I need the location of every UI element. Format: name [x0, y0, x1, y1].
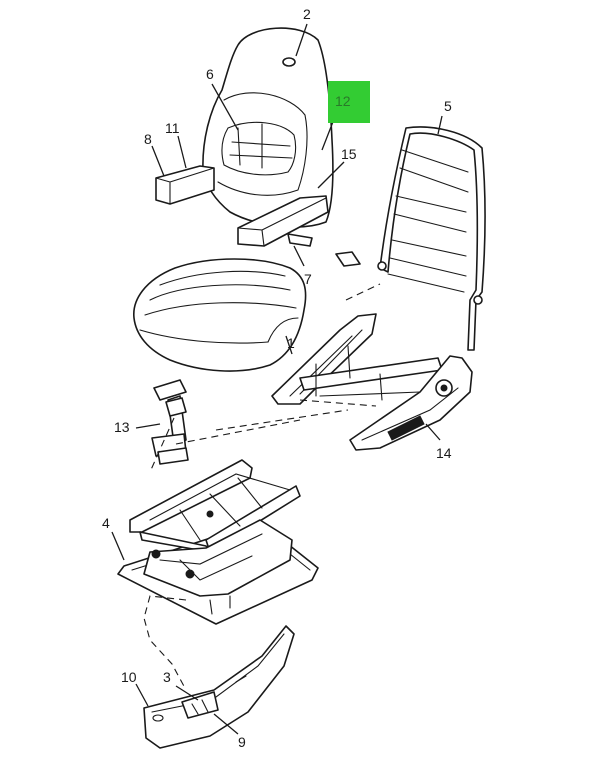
callout-5: 5 [444, 98, 452, 114]
headrest-button [282, 57, 296, 67]
callout-2: 2 [303, 6, 311, 22]
suspension-base[interactable] [117, 459, 319, 625]
assembly-lines [143, 283, 381, 691]
seat-cushion[interactable] [133, 258, 307, 372]
callout-8: 8 [144, 131, 152, 147]
callout-9: 9 [238, 734, 246, 750]
callout-4: 4 [102, 515, 110, 531]
callout-14: 14 [436, 445, 452, 461]
callout-3: 3 [163, 669, 171, 685]
frame-bolt [335, 251, 361, 267]
callout-15: 15 [341, 146, 357, 162]
seat-back-frame[interactable] [335, 126, 486, 351]
right-armrest[interactable] [237, 195, 329, 247]
leader-lines [111, 23, 443, 735]
seat-slide-frame[interactable] [271, 313, 473, 451]
callout-13: 13 [114, 419, 130, 435]
callout-numbers: 1 2 3 4 5 6 7 8 9 10 11 12 13 14 15 [102, 6, 452, 750]
callout-6: 6 [206, 66, 214, 82]
side-cover[interactable] [143, 625, 295, 749]
callout-1: 1 [287, 335, 295, 351]
callout-12: 12 [335, 93, 351, 109]
callout-11: 11 [165, 120, 180, 136]
callout-10: 10 [121, 669, 137, 685]
shock-absorber[interactable] [151, 379, 189, 465]
highlight-box-12 [328, 81, 370, 123]
callout-7: 7 [304, 271, 312, 287]
left-armrest[interactable] [155, 165, 215, 205]
